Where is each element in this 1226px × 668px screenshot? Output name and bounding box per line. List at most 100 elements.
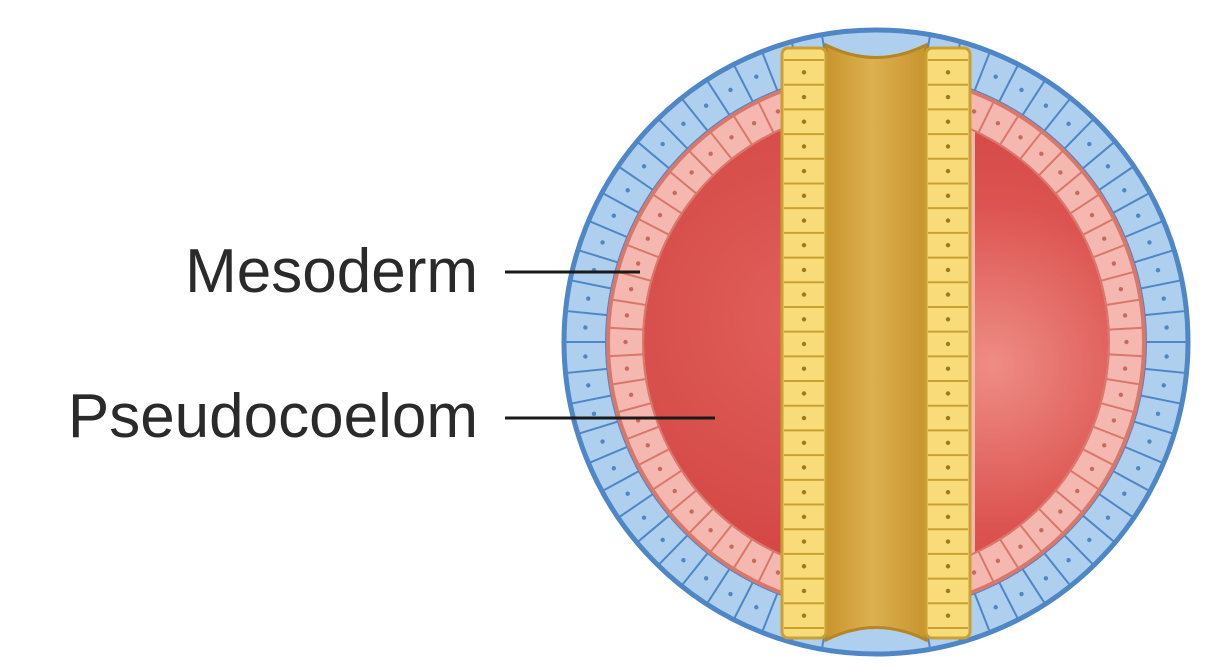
mesoderm-cell-nucleus bbox=[628, 392, 634, 398]
endoderm-cell-nucleus bbox=[801, 218, 807, 223]
ectoderm-cell-nucleus bbox=[660, 141, 665, 147]
endoderm-cell-nucleus bbox=[945, 588, 951, 594]
ectoderm-cell-wall bbox=[1043, 552, 1072, 587]
mesoderm-cell-wall bbox=[1019, 130, 1043, 160]
mesoderm-cell-nucleus bbox=[1058, 170, 1063, 175]
label-mesoderm-text: Mesoderm bbox=[185, 237, 478, 306]
ectoderm-cell-wall bbox=[657, 534, 689, 567]
endoderm-cell-nucleus bbox=[945, 94, 951, 100]
label-pseudocoelom: Pseudocoelom bbox=[68, 382, 715, 451]
ectoderm-cell-nucleus bbox=[1066, 121, 1071, 127]
ectoderm-cell-nucleus bbox=[1105, 164, 1111, 169]
label-pseudocoelom-text: Pseudocoelom bbox=[68, 382, 478, 451]
mesoderm-cell-wall bbox=[977, 100, 995, 134]
mesoderm-cell-nucleus bbox=[1018, 544, 1023, 549]
ectoderm-cell-nucleus bbox=[1155, 267, 1161, 273]
ectoderm-cell-wall bbox=[569, 279, 612, 290]
ectoderm-cell-wall bbox=[705, 568, 731, 605]
endoderm-cell-nucleus bbox=[801, 391, 807, 396]
mesoderm-cell-wall bbox=[651, 193, 683, 215]
mesoderm-cell-nucleus bbox=[645, 443, 650, 448]
ectoderm-cell-wall bbox=[1144, 367, 1187, 375]
ectoderm-cell-nucleus bbox=[1087, 141, 1092, 147]
mesoderm-cell-nucleus bbox=[729, 544, 734, 549]
ectoderm-cell-nucleus bbox=[583, 325, 588, 330]
mesoderm-cell-wall bbox=[757, 550, 775, 584]
endoderm-cells bbox=[784, 59, 968, 629]
mesoderm-cell-wall bbox=[651, 469, 683, 491]
ectoderm-cell-nucleus bbox=[1043, 576, 1049, 581]
endoderm-cell-nucleus bbox=[801, 588, 807, 594]
ectoderm-cell-wall bbox=[577, 420, 619, 435]
ectoderm-cell-wall bbox=[732, 63, 754, 103]
mesoderm-cell-nucleus bbox=[995, 558, 1001, 564]
endoderm-cell-nucleus bbox=[801, 613, 807, 618]
ectoderm-cell-nucleus bbox=[754, 74, 759, 79]
ectoderm-cell-nucleus bbox=[1147, 240, 1152, 245]
mesoderm-cell-wall bbox=[977, 550, 995, 584]
mesoderm-cell-wall bbox=[999, 114, 1020, 146]
endoderm-cell-nucleus bbox=[945, 317, 951, 322]
endoderm-cell-nucleus bbox=[945, 193, 951, 199]
ectoderm-cell-wall bbox=[1098, 493, 1135, 519]
ectoderm-cell-nucleus bbox=[600, 240, 605, 245]
mesoderm-cell-wall bbox=[1038, 149, 1065, 177]
ectoderm-cell-nucleus bbox=[660, 537, 665, 543]
ectoderm-cell-nucleus bbox=[1147, 439, 1152, 444]
ectoderm-cell-wall bbox=[636, 140, 670, 170]
ectoderm-cell-nucleus bbox=[586, 296, 591, 301]
mesoderm-cell-wall bbox=[687, 507, 714, 535]
ectoderm-cell-nucleus bbox=[1164, 354, 1169, 359]
mesoderm-cell-nucleus bbox=[1058, 509, 1063, 514]
ectoderm-cell-nucleus bbox=[728, 591, 733, 597]
ectoderm-cell-nucleus bbox=[611, 466, 617, 471]
mesoderm-cell-wall bbox=[608, 326, 644, 331]
ectoderm-cell-nucleus bbox=[1135, 466, 1141, 471]
endoderm-cell-nucleus bbox=[801, 267, 807, 273]
mesoderm-cell-nucleus bbox=[1111, 261, 1117, 266]
mesoderm-cell-wall bbox=[1092, 425, 1127, 441]
ectoderm-cell-wall bbox=[1144, 309, 1187, 317]
endoderm-cell-nucleus bbox=[801, 341, 807, 347]
endoderm-cell-nucleus bbox=[945, 366, 951, 371]
ectoderm-cell-nucleus bbox=[1019, 87, 1024, 93]
ectoderm-cell-wall bbox=[617, 493, 654, 519]
pseudocoelom-cavity-right bbox=[975, 132, 1108, 552]
ectoderm-cell-nucleus bbox=[1105, 515, 1111, 520]
mesoderm-cell-nucleus bbox=[708, 151, 713, 157]
mesoderm-cell-nucleus bbox=[645, 236, 650, 241]
ectoderm-cell-wall bbox=[1140, 279, 1183, 290]
ectoderm-cell-nucleus bbox=[641, 164, 647, 169]
ectoderm-cell-wall bbox=[1140, 394, 1183, 405]
endoderm-cell-nucleus bbox=[801, 243, 807, 248]
mesoderm-cell-wall bbox=[625, 425, 660, 441]
endoderm-cell-nucleus bbox=[801, 564, 807, 569]
endoderm-cell-nucleus bbox=[945, 415, 951, 421]
ectoderm-cell-wall bbox=[565, 367, 608, 375]
endoderm-cell-nucleus bbox=[945, 218, 951, 223]
ectoderm-cell-nucleus bbox=[728, 87, 733, 93]
mesoderm-cell-wall bbox=[1105, 377, 1141, 386]
mesoderm-cell-nucleus bbox=[672, 190, 677, 196]
endoderm-cell-nucleus bbox=[945, 70, 951, 75]
mesoderm-cell-wall bbox=[1082, 448, 1115, 467]
ectoderm-cell-nucleus bbox=[703, 103, 709, 108]
ectoderm-cell-nucleus bbox=[611, 213, 617, 218]
mesoderm-cell-wall bbox=[1054, 489, 1084, 514]
mesoderm-cell-nucleus bbox=[775, 570, 781, 575]
ectoderm-cell-wall bbox=[1082, 140, 1116, 170]
mesoderm-cell-wall bbox=[1108, 353, 1144, 358]
endoderm-cell-nucleus bbox=[945, 267, 951, 273]
endoderm-cell-nucleus bbox=[801, 366, 807, 371]
ectoderm-cell-nucleus bbox=[586, 383, 591, 388]
mesoderm-cell-wall bbox=[1038, 507, 1065, 535]
mesoderm-cell-nucleus bbox=[751, 120, 757, 126]
ectoderm-cell-wall bbox=[973, 51, 991, 92]
mesoderm-cell-nucleus bbox=[624, 313, 630, 318]
ectoderm-cell-nucleus bbox=[1161, 383, 1166, 388]
mesoderm-cell-nucleus bbox=[1122, 366, 1128, 371]
mesoderm-cell-wall bbox=[1082, 217, 1115, 236]
ectoderm-cell-wall bbox=[1098, 165, 1135, 191]
mesoderm-cell-nucleus bbox=[995, 120, 1001, 126]
mesoderm-cell-wall bbox=[637, 448, 670, 467]
